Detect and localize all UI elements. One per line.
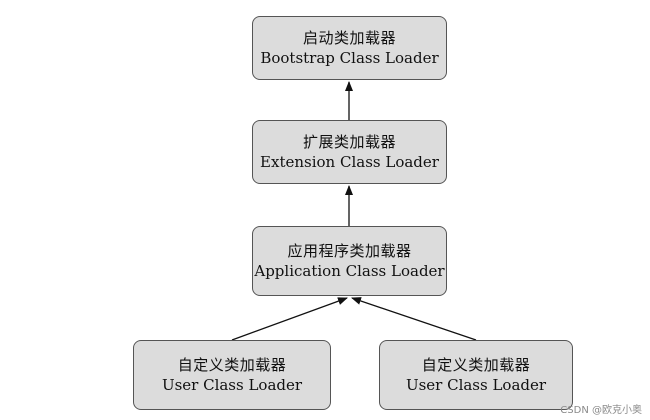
node-bootstrap-class-loader: 启动类加载器 Bootstrap Class Loader bbox=[252, 16, 447, 80]
node-user-class-loader-right: 自定义类加载器 User Class Loader bbox=[379, 340, 573, 410]
node-label-zh: 自定义类加载器 bbox=[421, 355, 531, 374]
node-label-en: Bootstrap Class Loader bbox=[260, 49, 439, 67]
node-label-zh: 应用程序类加载器 bbox=[287, 241, 412, 260]
node-label-en: User Class Loader bbox=[161, 376, 303, 394]
node-label-zh: 扩展类加载器 bbox=[302, 132, 396, 151]
node-label-zh: 自定义类加载器 bbox=[177, 355, 287, 374]
node-label-en: Application Class Loader bbox=[254, 262, 445, 280]
node-label-zh: 启动类加载器 bbox=[302, 28, 396, 47]
node-user-class-loader-left: 自定义类加载器 User Class Loader bbox=[133, 340, 331, 410]
node-label-en: User Class Loader bbox=[405, 376, 547, 394]
arrow-user-1-to-application bbox=[231, 297, 348, 341]
node-application-class-loader: 应用程序类加载器 Application Class Loader bbox=[252, 226, 447, 296]
node-label-en: Extension Class Loader bbox=[260, 153, 439, 171]
node-extension-class-loader: 扩展类加载器 Extension Class Loader bbox=[252, 120, 447, 184]
watermark: CSDN @欧克小奥 bbox=[560, 405, 642, 416]
arrow-user-2-to-application bbox=[351, 297, 477, 341]
